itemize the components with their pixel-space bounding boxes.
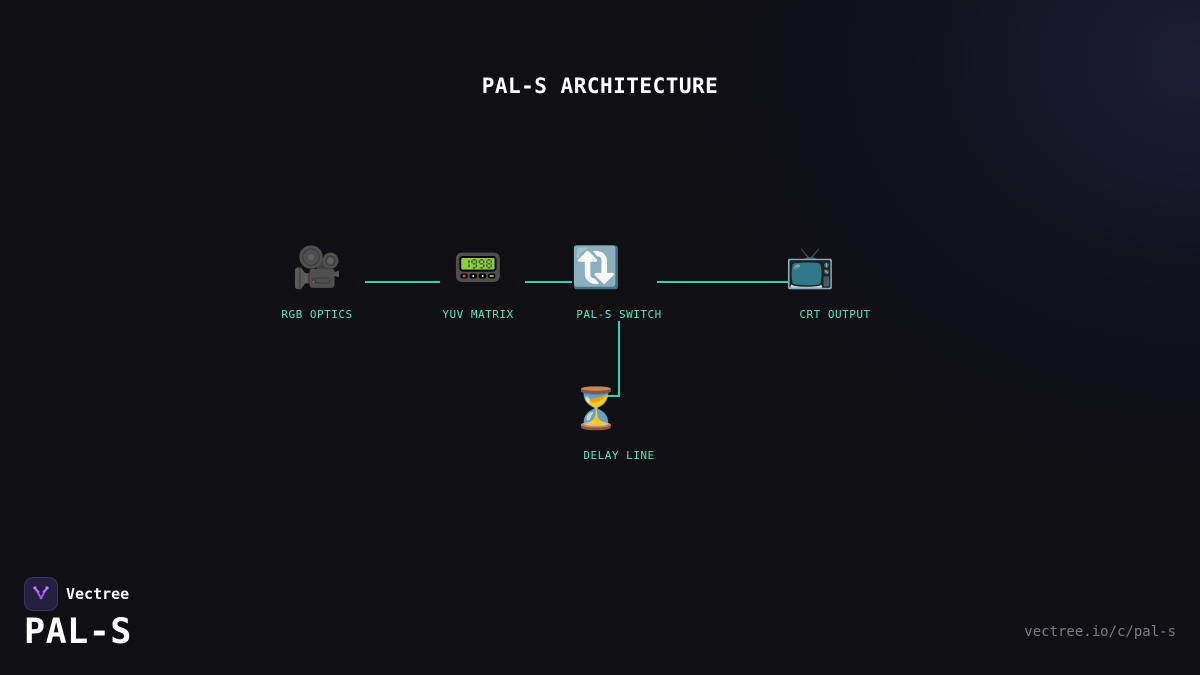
- node-label: YUV MATRIX: [442, 308, 514, 321]
- node-delay-line[interactable]: ⏳ DELAY LINE: [549, 383, 689, 462]
- node-crt-output[interactable]: 📺 CRT OUTPUT: [765, 242, 905, 321]
- diagram-title: PAL-S ARCHITECTURE: [481, 74, 719, 98]
- node-pal-s-switch[interactable]: 🔃 PAL-S SWITCH: [549, 242, 689, 321]
- node-label: DELAY LINE: [583, 449, 655, 462]
- brand-name: Vectree: [66, 585, 130, 603]
- edge-switch-delay: [604, 321, 620, 397]
- node-label: PAL-S SWITCH: [576, 308, 662, 321]
- hourglass-icon: ⏳: [571, 386, 621, 432]
- television-icon: 📺: [785, 245, 835, 291]
- node-label: CRT OUTPUT: [799, 308, 871, 321]
- pager-icon: 📟: [453, 245, 503, 291]
- movie-camera-icon: 🎥: [292, 245, 342, 291]
- brand[interactable]: Vectree: [24, 577, 129, 611]
- vectree-logo-icon: [24, 577, 58, 611]
- node-yuv-matrix[interactable]: 📟 YUV MATRIX: [408, 242, 548, 321]
- node-rgb-optics[interactable]: 🎥 RGB OPTICS: [247, 242, 387, 321]
- page-url[interactable]: vectree.io/c/pal-s: [1024, 624, 1176, 640]
- page-title: PAL-S: [24, 612, 132, 652]
- clockwise-arrows-icon: 🔃: [571, 245, 621, 291]
- node-label: RGB OPTICS: [281, 308, 353, 321]
